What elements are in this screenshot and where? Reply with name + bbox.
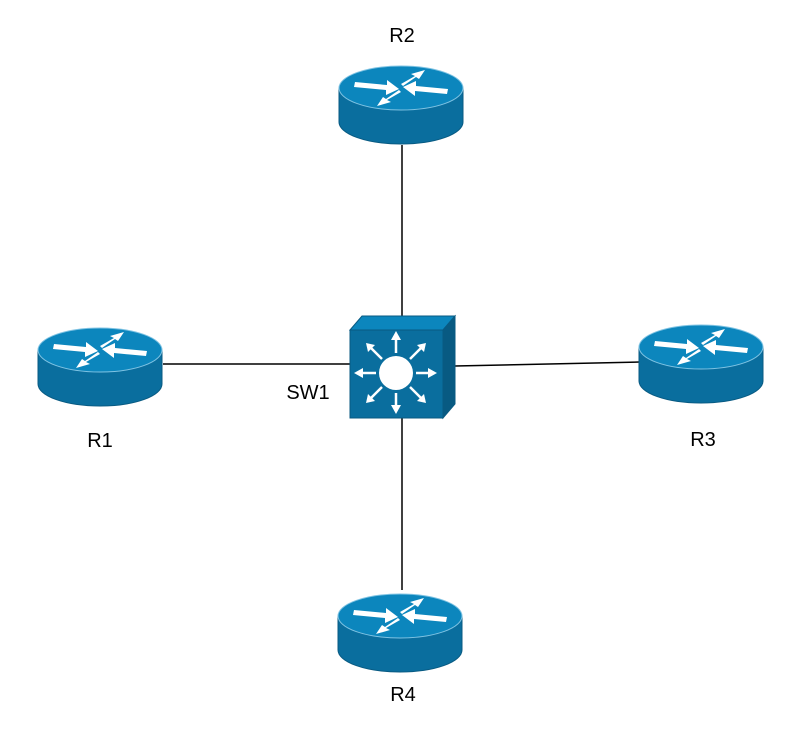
router-r1[interactable]: R1	[37, 327, 163, 452]
router-label-r2: R2	[389, 25, 415, 47]
router-r2[interactable]: R2	[338, 25, 464, 145]
switch-sw1[interactable]: SW1	[286, 314, 457, 420]
router-icon	[338, 65, 464, 145]
router-label-r4: R4	[390, 684, 416, 706]
layer3-switch-icon	[348, 314, 457, 420]
router-icon	[337, 593, 463, 673]
router-r3[interactable]: R3	[638, 324, 764, 451]
router-label-r3: R3	[690, 429, 716, 451]
links	[163, 145, 641, 590]
switch-label-sw1: SW1	[286, 382, 329, 404]
router-label-r1: R1	[87, 430, 113, 452]
router-icon	[638, 324, 764, 404]
link-sw1-r3	[454, 361, 641, 367]
router-r4[interactable]: R4	[337, 593, 463, 706]
router-icon	[37, 327, 163, 407]
